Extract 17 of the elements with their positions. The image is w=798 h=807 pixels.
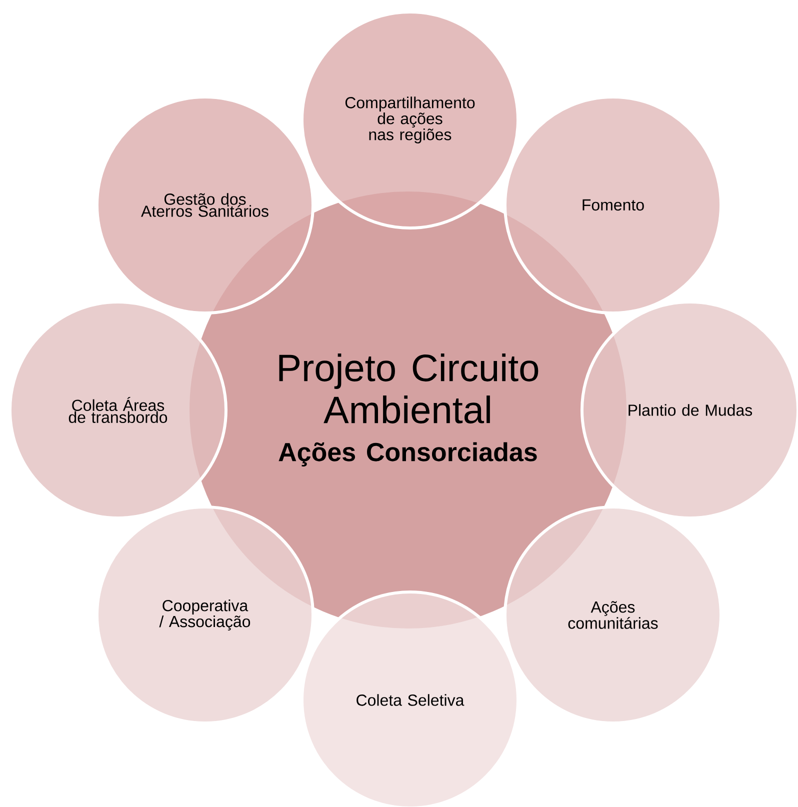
circle bbox=[96, 506, 314, 724]
circle-label: Ações comunitárias bbox=[568, 601, 658, 629]
circle-label: Compartilhamento de ações nas regiões bbox=[345, 96, 475, 144]
circle bbox=[96, 96, 314, 314]
circle-label: Gestão dos Aterros Sanitários bbox=[141, 193, 268, 217]
circle bbox=[504, 506, 722, 724]
circle-label: Fomento bbox=[582, 199, 644, 211]
circle bbox=[300, 590, 520, 807]
circle-label: Coleta Áreas de transbordo bbox=[68, 396, 168, 424]
center-title: Projeto Circuito Ambiental Ações Consorciadas bbox=[278, 354, 538, 466]
circle-label: Coleta Seletiva bbox=[356, 694, 464, 706]
circle-label: Plantio de Mudas bbox=[628, 404, 752, 416]
circle-label: Cooperativa / Associação bbox=[159, 600, 250, 630]
circle bbox=[8, 300, 228, 520]
circle bbox=[300, 10, 520, 230]
circle bbox=[504, 96, 722, 314]
circle bbox=[580, 300, 798, 520]
